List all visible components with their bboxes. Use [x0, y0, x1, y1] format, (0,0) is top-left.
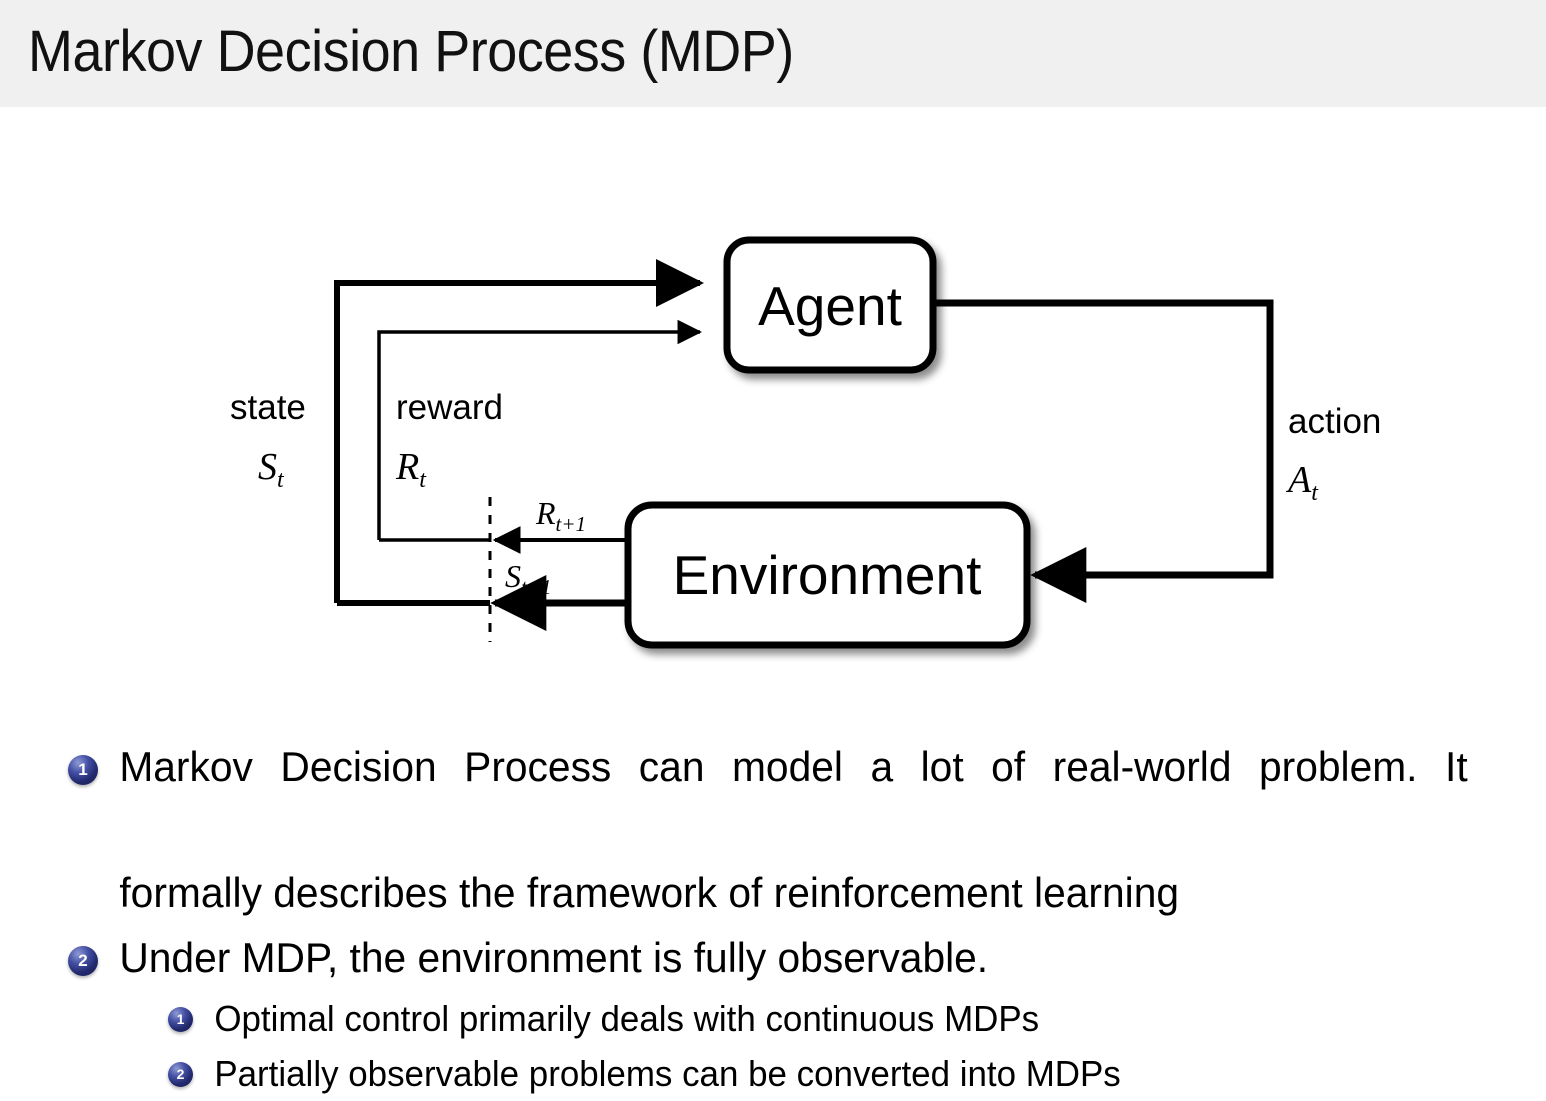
state-label: state St — [230, 388, 306, 493]
bullet-text-block: Partially observable problems can be con… — [193, 1046, 1546, 1101]
agent-box: Agent — [723, 236, 937, 374]
state-next-label: St+1 — [505, 558, 552, 599]
bullet-text-line: Markov Decision Process can model a lot … — [119, 743, 1468, 790]
sub-list-item[interactable]: 2 Partially observable problems can be c… — [0, 1046, 1546, 1101]
bullet-text-block: Under MDP, the environment is fully obse… — [98, 926, 1546, 989]
state-feedback-path — [334, 259, 704, 606]
reward-label-word: reward — [396, 388, 503, 427]
action-label: action At — [1285, 402, 1381, 506]
action-label-word: action — [1288, 402, 1381, 441]
state-label-symbol: St — [258, 446, 285, 493]
bullet-text-block: Markov Decision Process can model a lot … — [98, 735, 1546, 924]
sub-list-item[interactable]: 1 Optimal control primarily deals with c… — [0, 991, 1546, 1046]
slide-header-band: Markov Decision Process (MDP) — [0, 0, 1546, 107]
action-label-symbol: At — [1285, 459, 1319, 506]
bullet-text: Markov Decision Process can model a lot … — [98, 735, 1468, 924]
bullet-text: Under MDP, the environment is fully obse… — [98, 926, 1468, 989]
sub-bullet-badge-2: 2 — [168, 1062, 193, 1087]
mdp-diagram: Agent Environment state St reward Rt act… — [0, 107, 1546, 717]
environment-box: Environment — [624, 501, 1031, 649]
environment-box-label: Environment — [673, 544, 982, 606]
reward-label-symbol: Rt — [395, 446, 427, 493]
list-item[interactable]: 1 Markov Decision Process can model a lo… — [0, 735, 1546, 924]
action-path — [933, 299, 1274, 603]
bullet-badge-2: 2 — [68, 946, 98, 976]
page-title: Markov Decision Process (MDP) — [28, 19, 794, 84]
bullet-text-block: Optimal control primarily deals with con… — [193, 991, 1546, 1046]
bullet-badge-1: 1 — [68, 755, 98, 785]
bullet-text-line: Under MDP, the environment is fully obse… — [119, 934, 989, 981]
bullet-list: 1 Markov Decision Process can model a lo… — [0, 735, 1546, 1101]
sub-bullet-text: Partially observable problems can be con… — [214, 1053, 1121, 1094]
reward-feedback-path — [377, 319, 703, 542]
sub-bullet-text: Optimal control primarily deals with con… — [214, 998, 1040, 1039]
list-item[interactable]: 2 Under MDP, the environment is fully ob… — [0, 926, 1546, 989]
sub-bullet-badge-1: 1 — [168, 1007, 193, 1032]
reward-next-label: Rt+1 — [535, 495, 586, 536]
reward-label: reward Rt — [395, 388, 503, 493]
state-label-word: state — [230, 388, 306, 427]
bullet-text-line: formally describes the framework of rein… — [119, 869, 1180, 916]
agent-box-label: Agent — [758, 275, 902, 337]
